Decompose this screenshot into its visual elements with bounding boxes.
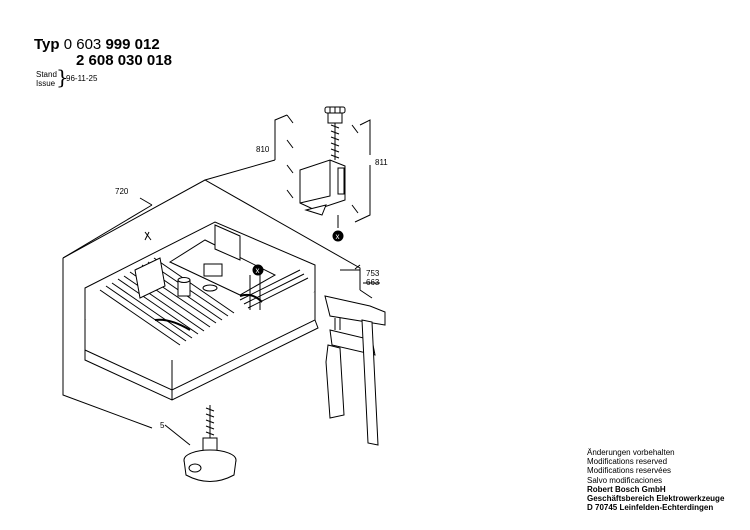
part-number-2: 2 608 030 018: [76, 52, 172, 69]
bar-clamp: [324, 295, 386, 446]
issue-label: Issue: [36, 79, 56, 88]
x-marker-top: [332, 230, 344, 242]
callout-5: 5: [160, 421, 165, 430]
foot-screw: [183, 405, 237, 482]
group-outline-810: [204, 114, 288, 181]
note-line-es: Salvo modificaciones: [587, 475, 663, 485]
note-line-en: Modifications reserved: [587, 457, 668, 467]
note-line-fr: Modifications reservées: [587, 466, 672, 476]
brace-glyph: }: [56, 65, 69, 89]
part-number-1: 999 012: [105, 36, 160, 53]
company-name: Robert Bosch GmbH: [587, 484, 666, 494]
typ-label: Typ: [34, 36, 60, 53]
stand-label: Stand: [36, 70, 57, 79]
sub-base-table: [84, 221, 319, 401]
footer-notes: Änderungen vorbehalten Modifications res…: [587, 448, 724, 512]
x-marker-body: [252, 264, 264, 276]
part-number-prefix: 0 603: [63, 36, 102, 53]
thumb-screw: [324, 106, 346, 160]
clamp-plate: [299, 159, 346, 216]
callout-720: 720: [115, 187, 129, 196]
group-outline-720: [62, 179, 373, 429]
x-label-top: x: [336, 232, 340, 241]
break-marks: [144, 231, 361, 270]
company-division: Geschäftsbereich Elektrowerkzeuge: [587, 494, 725, 504]
note-line-de: Änderungen vorbehalten: [587, 448, 675, 457]
company-address: D 70745 Leinfelden-Echterdingen: [587, 503, 714, 513]
x-label-body: x: [256, 266, 260, 275]
issue-date: 96-11-25: [66, 74, 98, 83]
callout-810: 810: [256, 145, 270, 154]
group-outline-811: [354, 119, 371, 223]
type-heading: Typ 0 603 999 012: [34, 36, 160, 53]
callout-663: 663: [366, 278, 380, 287]
callout-753: 753: [366, 269, 380, 278]
stand-issue-label: Stand Issue: [36, 70, 57, 88]
callout-811: 811: [375, 158, 388, 167]
